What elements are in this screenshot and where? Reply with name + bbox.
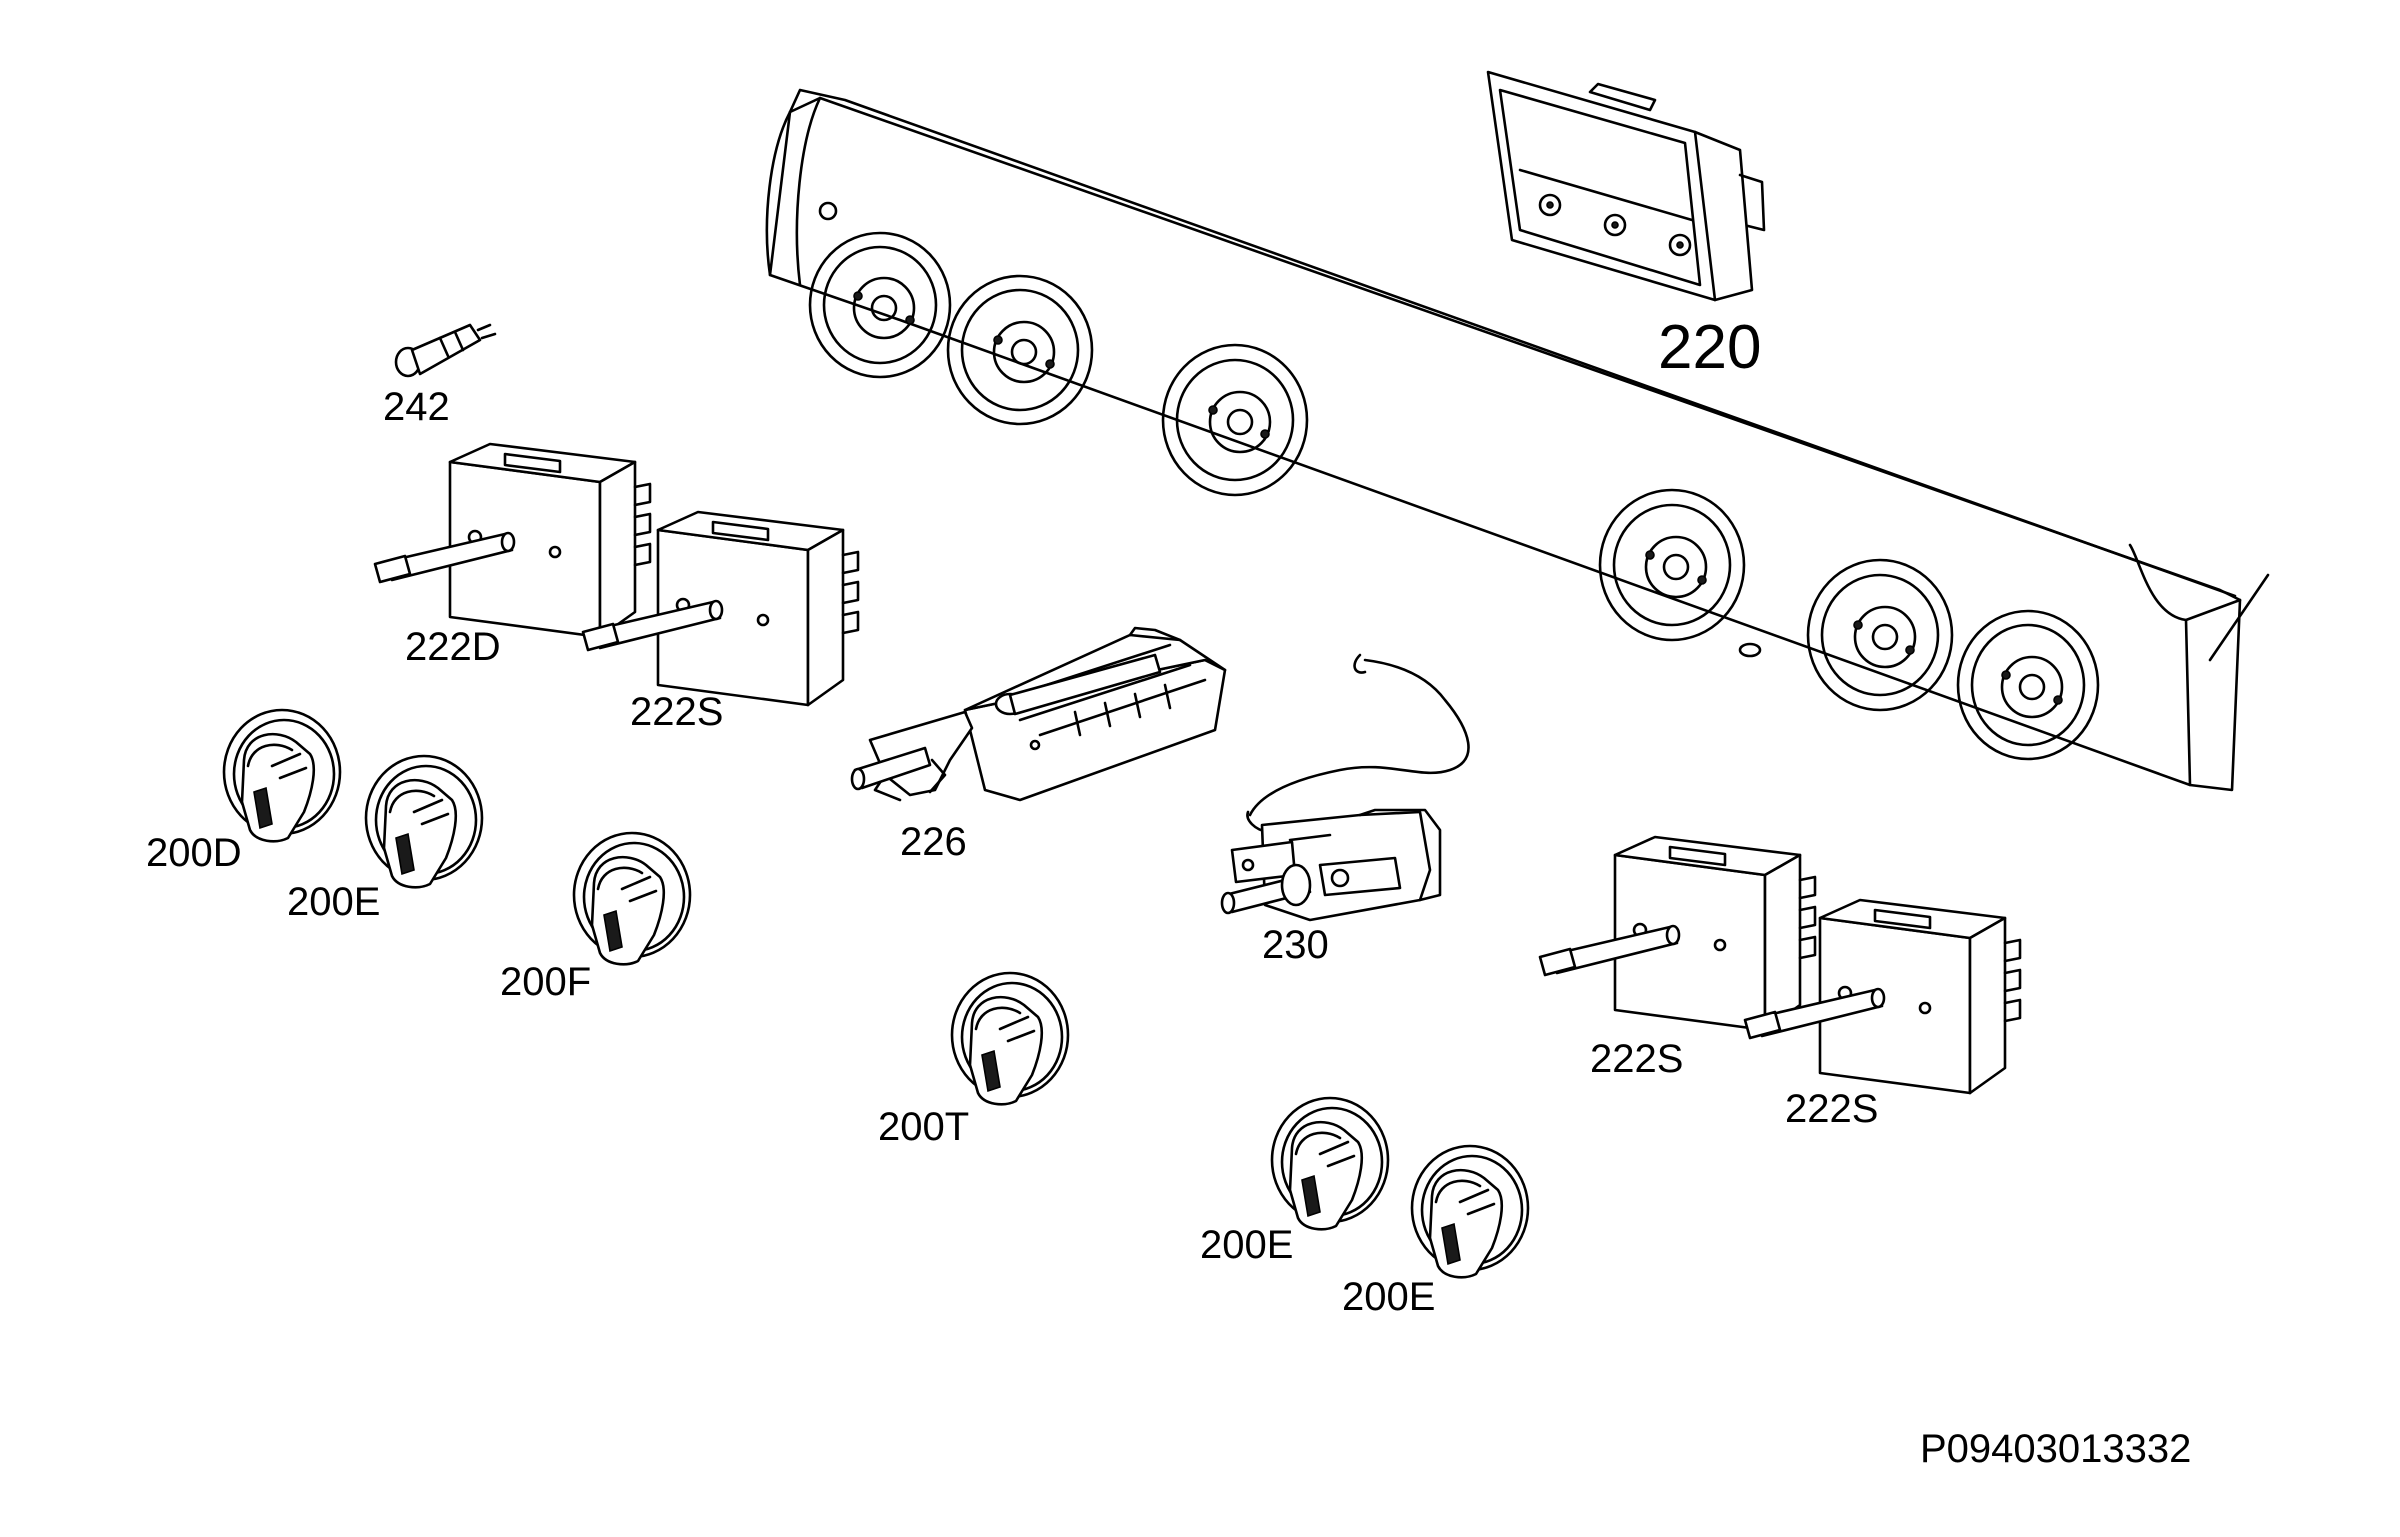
energy-regulator-222S-right-a: [1538, 835, 1817, 1032]
energy-regulator-222D: [373, 442, 652, 639]
indicator-lamp-242: [394, 323, 497, 378]
panel-aperture-5: [1806, 558, 1954, 712]
label-226: 226: [900, 820, 967, 864]
label-200E-mid: 200E: [1200, 1223, 1293, 1267]
panel-aperture-3: [1161, 343, 1309, 497]
label-220: 220: [1658, 313, 1761, 382]
label-222S-right-a: 222S: [1590, 1037, 1683, 1081]
panel-aperture-6: [1956, 609, 2100, 761]
label-200E-left: 200E: [287, 880, 380, 924]
control-knob-200T: [950, 971, 1070, 1106]
control-panel-fascia: [765, 88, 2270, 792]
label-222S-left: 222S: [630, 690, 723, 734]
label-200F: 200F: [500, 960, 591, 1004]
panel-aperture-4: [1598, 488, 1746, 642]
label-222S-right-b: 222S: [1785, 1087, 1878, 1131]
control-knob-200E-left: [364, 754, 484, 889]
control-knob-200E-right: [1410, 1144, 1530, 1279]
label-200E-right: 200E: [1342, 1275, 1435, 1319]
label-242: 242: [383, 385, 450, 429]
control-knob-200E-mid: [1270, 1096, 1390, 1231]
label-230: 230: [1262, 923, 1329, 967]
label-200D: 200D: [146, 831, 242, 875]
panel-aperture-2: [946, 274, 1094, 426]
diagram-code: P09403013332: [1920, 1427, 2191, 1471]
label-222D: 222D: [405, 625, 501, 669]
label-200T: 200T: [878, 1105, 969, 1149]
thermostat-230: [1220, 653, 1470, 922]
display-module-220: [1486, 70, 1766, 302]
panel-aperture-1: [808, 231, 952, 379]
control-knob-200F: [572, 831, 692, 966]
control-knob-200D: [222, 708, 342, 843]
selector-switch-226: [850, 626, 1227, 802]
